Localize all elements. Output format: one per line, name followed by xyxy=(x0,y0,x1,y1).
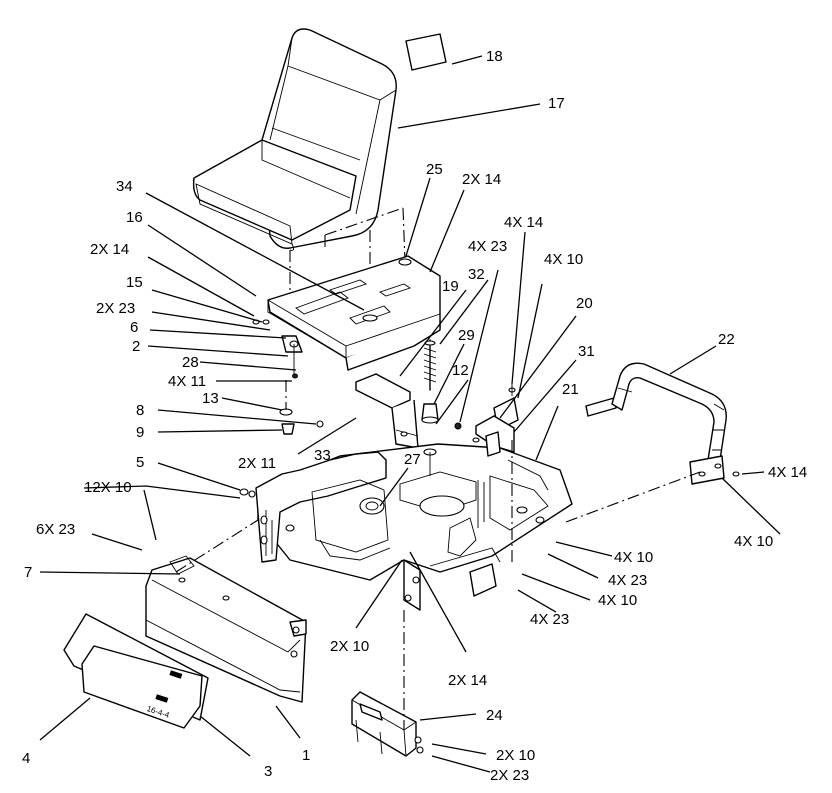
callout-2x14-b: 2X 14 xyxy=(90,241,129,258)
callout-25: 25 xyxy=(426,161,443,178)
callout-18: 18 xyxy=(486,48,503,65)
callout-7: 7 xyxy=(24,564,32,581)
callout-4x23-a: 4X 23 xyxy=(468,238,507,255)
callout-13: 13 xyxy=(202,390,219,407)
bumper-part-29 xyxy=(421,403,439,424)
callout-4: 4 xyxy=(22,750,30,767)
callout-28: 28 xyxy=(182,354,199,371)
decal-part-18 xyxy=(405,33,447,71)
callout-16: 16 xyxy=(126,209,143,226)
callout-33: 33 xyxy=(314,447,331,464)
callout-2x10-a: 2X 10 xyxy=(330,638,369,655)
callout-2x11: 2X 11 xyxy=(238,455,276,472)
callout-2x10-b: 2X 10 xyxy=(496,747,535,764)
callout-4x23-c: 4X 23 xyxy=(530,611,569,628)
front-shroud-part-1 xyxy=(145,555,307,703)
seat-part-17 xyxy=(192,28,397,251)
centerline xyxy=(175,519,259,573)
callout-15: 15 xyxy=(126,274,143,291)
callout-20: 20 xyxy=(576,295,593,312)
decal-part-3: 16-4-4 xyxy=(81,645,203,729)
callout-2x14-a: 2X 14 xyxy=(462,171,501,188)
callout-4x23-b: 4X 23 xyxy=(608,572,647,589)
callout-4x10-d: 4X 10 xyxy=(598,592,637,609)
callout-6: 6 xyxy=(130,319,138,336)
callout-2: 2 xyxy=(132,338,140,355)
callout-5: 5 xyxy=(136,454,144,471)
bracket-part-24 xyxy=(351,691,424,757)
callout-2x23-b: 2X 23 xyxy=(490,767,529,784)
callout-21: 21 xyxy=(562,381,579,398)
centerline xyxy=(402,207,406,263)
callout-2x23-a: 2X 23 xyxy=(96,300,135,317)
roll-bar-part-22 xyxy=(585,362,740,485)
callout-4x10-c: 4X 10 xyxy=(614,549,653,566)
hardware-left-stack xyxy=(252,319,324,435)
bracket-part-31 xyxy=(454,382,519,566)
callout-labels: 18 17 25 2X 14 34 16 4X 14 2X 14 4X 23 4… xyxy=(22,48,807,784)
callout-8: 8 xyxy=(136,402,144,419)
spring-part-32 xyxy=(423,339,437,391)
callout-4x10-a: 4X 10 xyxy=(544,251,583,268)
callout-3: 3 xyxy=(264,763,272,780)
callout-9: 9 xyxy=(136,424,144,441)
centerline xyxy=(324,207,404,236)
callout-4x11: 4X 11 xyxy=(168,373,206,390)
callout-2x14-c: 2X 14 xyxy=(448,672,487,689)
callout-27: 27 xyxy=(404,451,421,468)
centerline xyxy=(565,471,701,523)
callout-34: 34 xyxy=(116,178,133,195)
callout-24: 24 xyxy=(486,707,503,724)
main-frame-part-21 xyxy=(239,437,573,611)
callout-22: 22 xyxy=(718,331,735,348)
callout-32: 32 xyxy=(468,266,485,283)
callout-4x14-a: 4X 14 xyxy=(504,214,543,231)
callout-12x10: 12X 10 xyxy=(84,479,132,496)
callout-4x14-b: 4X 14 xyxy=(768,464,807,481)
callout-29: 29 xyxy=(458,327,475,344)
callout-19: 19 xyxy=(442,278,459,295)
callout-31: 31 xyxy=(578,343,595,360)
callout-6x23: 6X 23 xyxy=(36,521,75,538)
callout-12: 12 xyxy=(452,362,469,379)
callout-1: 1 xyxy=(302,747,310,764)
seat-plate-part-16 xyxy=(267,255,441,371)
callout-17: 17 xyxy=(548,95,565,112)
callout-4x10-b: 4X 10 xyxy=(734,533,773,550)
bracket-part-33 xyxy=(355,373,419,449)
leader-lines xyxy=(39,55,781,773)
